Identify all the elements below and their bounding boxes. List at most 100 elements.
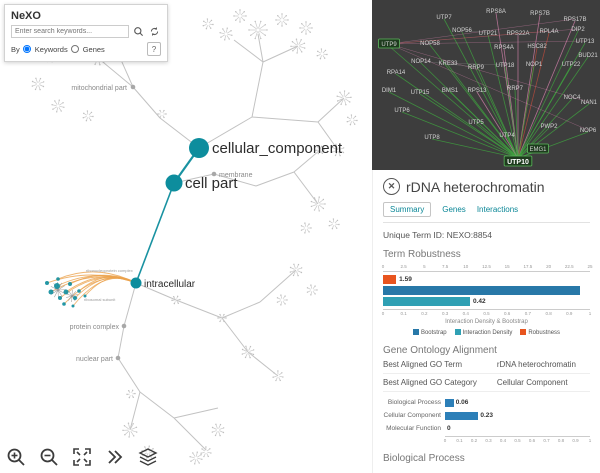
cluster-term-node[interactable]: [58, 296, 62, 300]
gene-node-hsc82[interactable]: HSC82: [527, 44, 547, 50]
search-input[interactable]: [11, 25, 129, 38]
gene-node-rps13[interactable]: RPS13: [467, 88, 487, 94]
gene-node-dim1[interactable]: DIM1: [382, 88, 397, 94]
gene-node-bms1[interactable]: BMS1: [442, 88, 459, 94]
cluster-term-node[interactable]: [73, 296, 77, 300]
term-node-intracellular[interactable]: [130, 277, 142, 289]
zoom-out-button[interactable]: [39, 447, 59, 467]
term-dot[interactable]: [121, 323, 127, 329]
interaction-edge: [420, 60, 477, 68]
term-node-label[interactable]: cell part: [185, 175, 238, 192]
gene-node-utp13[interactable]: UTP13: [576, 39, 595, 45]
cluster-term-node[interactable]: [71, 304, 75, 308]
layers-button[interactable]: [138, 447, 158, 467]
go-term-value: rDNA heterochromatin: [496, 360, 576, 369]
gene-node-bud21[interactable]: BUD21: [578, 53, 598, 59]
gene-node-rps17b[interactable]: RPS17B: [563, 17, 586, 23]
gene-node-utp8[interactable]: UTP8: [424, 135, 440, 141]
ontology-tree-view[interactable]: mitochondrial part membrane protein comple…: [0, 0, 372, 473]
cluster-term-node[interactable]: [83, 294, 87, 298]
keywords-radio[interactable]: [22, 45, 31, 53]
term-node-label[interactable]: cellular_component: [212, 140, 343, 157]
close-icon[interactable]: ✕: [383, 178, 400, 195]
interaction-edge: [517, 98, 573, 159]
cluster-term-node[interactable]: [48, 289, 54, 295]
detail-tabs: Summary Genes Interactions: [383, 202, 590, 223]
tab-genes[interactable]: Genes: [442, 205, 466, 214]
gene-node-rrp9[interactable]: RRP9: [468, 65, 485, 71]
expand-tree-button[interactable]: [105, 447, 125, 467]
term-label[interactable]: mitochondrial part: [71, 85, 127, 92]
gene-node-rps22a[interactable]: RPS22A: [506, 31, 529, 37]
term-node-label[interactable]: intracellular: [144, 279, 196, 290]
cluster-term-node[interactable]: [63, 289, 69, 295]
gene-node-nop6[interactable]: NOP6: [580, 128, 597, 134]
gene-node-utp7[interactable]: UTP7: [436, 15, 452, 21]
cluster-term-node[interactable]: [45, 281, 49, 285]
view-controls: [6, 447, 158, 467]
term-dot[interactable]: [211, 171, 217, 177]
tree-branch: [317, 97, 345, 123]
interaction-edge: [461, 31, 519, 159]
help-button[interactable]: ?: [147, 42, 161, 56]
interaction-edge: [449, 91, 519, 159]
ontology-tree-canvas[interactable]: mitochondrial part membrane protein comple…: [0, 0, 372, 473]
gene-node-utp9[interactable]: UTP9: [381, 42, 397, 48]
gene-node-rpa14[interactable]: RPA14: [387, 70, 406, 76]
gene-node-nop1[interactable]: NOP1: [526, 62, 543, 68]
gene-node-noc4[interactable]: NOC4: [564, 95, 581, 101]
term-node-cell-part[interactable]: [165, 174, 183, 192]
fit-to-screen-button[interactable]: [72, 447, 92, 467]
gene-node-utp6[interactable]: UTP6: [394, 108, 410, 114]
leaf-cluster: [189, 451, 203, 465]
term-label[interactable]: protein complex: [70, 324, 120, 331]
leaf-cluster: [241, 345, 255, 359]
tab-summary[interactable]: Summary: [383, 202, 432, 217]
gene-node-box: [378, 38, 400, 49]
gene-node-utp15[interactable]: UTP15: [411, 90, 430, 96]
genes-radio[interactable]: [70, 45, 79, 53]
gene-node-utp18[interactable]: UTP18: [496, 63, 515, 69]
tab-interactions[interactable]: Interactions: [476, 205, 519, 214]
gene-node-nop56[interactable]: NOP56: [452, 28, 472, 34]
gene-node-rps7b[interactable]: RPS7B: [530, 11, 550, 17]
term-label[interactable]: nuclear part: [76, 356, 113, 363]
gene-node-emg1[interactable]: EMG1: [529, 147, 547, 153]
gene-node-pwp2[interactable]: PWP2: [540, 124, 558, 130]
gene-node-rps8a[interactable]: RPS8A: [486, 9, 506, 15]
gene-node-nop14[interactable]: NOP14: [411, 59, 431, 65]
gene-node-utp4[interactable]: UTP4: [499, 133, 515, 139]
tree-branch: [221, 317, 249, 353]
cluster-term-node[interactable]: [56, 277, 60, 281]
search-icon[interactable]: [132, 25, 145, 38]
term-dot[interactable]: [130, 84, 136, 90]
gene-node-kre33[interactable]: KRE33: [438, 61, 458, 67]
gene-node-utp21[interactable]: UTP21: [479, 31, 498, 37]
gene-node-nan1[interactable]: NAN1: [581, 100, 598, 106]
term-label[interactable]: membrane: [219, 172, 253, 179]
cluster-term-node[interactable]: [68, 282, 72, 286]
gene-node-dip2[interactable]: DIP2: [571, 27, 585, 33]
gene-node-utp22[interactable]: UTP22: [562, 62, 581, 68]
interaction-edge: [447, 64, 519, 159]
interaction-edge: [461, 29, 489, 34]
gene-node-rpl4a[interactable]: RPL4A: [539, 29, 558, 35]
zoom-in-button[interactable]: [6, 447, 26, 467]
cluster-term-node[interactable]: [77, 289, 81, 293]
gene-node-utp5[interactable]: UTP5: [468, 120, 484, 126]
term-node-cellular-component[interactable]: [189, 138, 209, 158]
cluster-term-node[interactable]: [62, 302, 66, 306]
cluster-term-node[interactable]: [54, 283, 60, 289]
gene-node-nop58[interactable]: NOP58: [420, 41, 440, 47]
gene-node-rps4a[interactable]: RPS4A: [494, 45, 514, 51]
gene-node-rrp7[interactable]: RRP7: [507, 86, 524, 92]
gene-node-utp10[interactable]: UTP10: [507, 159, 529, 166]
reset-icon[interactable]: [148, 25, 161, 38]
term-dot[interactable]: [115, 355, 121, 361]
leaf-cluster: [219, 27, 233, 41]
